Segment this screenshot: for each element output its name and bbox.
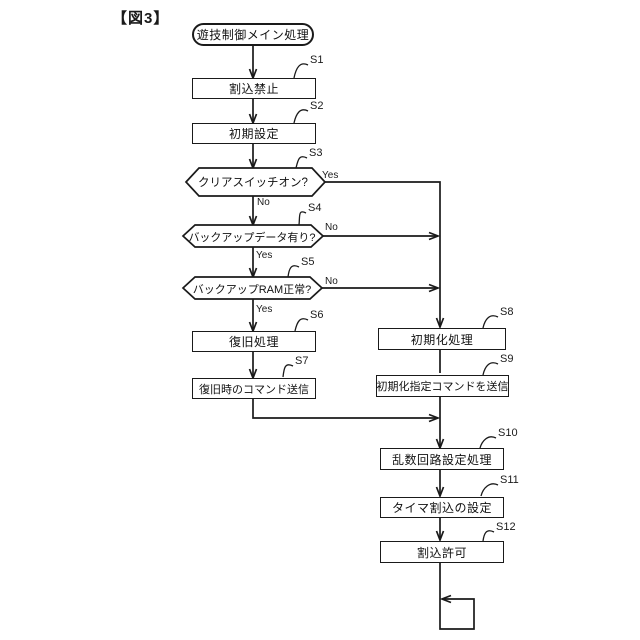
- node-s5-label: バックアップRAM正常?: [192, 283, 312, 296]
- node-s8-process: 初期化処理: [378, 328, 506, 350]
- edge-label-s5-no: No: [325, 276, 338, 287]
- step-tag-s6: S6: [310, 309, 324, 321]
- step-leader-lines: [282, 63, 499, 542]
- node-s10-process: 乱数回路設定処理: [380, 448, 504, 470]
- edge-label-s4-yes: Yes: [256, 250, 273, 261]
- step-tag-s10: S10: [498, 427, 518, 439]
- node-s7-label: 復旧時のコマンド送信: [199, 383, 309, 396]
- decision-shapes: [181, 167, 327, 300]
- node-s11-label: タイマ割込の設定: [391, 501, 492, 515]
- node-s5-decision: バックアップRAM正常?: [192, 278, 312, 299]
- decision-s3-shape: [184, 167, 327, 197]
- node-s2-process: 初期設定: [192, 123, 316, 144]
- decision-s4-shape: [181, 224, 325, 248]
- node-s9-label: 初期化指定コマンドを送信: [376, 381, 509, 393]
- node-s6-process: 復旧処理: [192, 331, 316, 352]
- step-tag-s1: S1: [310, 54, 324, 66]
- node-s6-label: 復旧処理: [228, 335, 279, 349]
- edge-label-s4-no: No: [325, 222, 338, 233]
- node-start-label: 遊技制御メイン処理: [196, 28, 310, 42]
- node-s9-process: 初期化指定コマンドを送信: [376, 375, 509, 397]
- step-tag-s3: S3: [309, 147, 323, 159]
- node-s11-process: タイマ割込の設定: [380, 497, 504, 518]
- step-tag-s11: S11: [500, 474, 519, 486]
- node-s4-decision: バックアップデータ有り?: [188, 226, 315, 247]
- node-s3-decision: クリアスイッチオン?: [196, 169, 310, 195]
- step-tag-s8: S8: [500, 306, 514, 318]
- node-s12-process: 割込許可: [380, 541, 504, 563]
- step-tag-s12: S12: [496, 521, 516, 533]
- node-s7-process: 復旧時のコマンド送信: [192, 378, 316, 399]
- node-s12-label: 割込許可: [416, 545, 467, 560]
- figure-title: 【図3】: [112, 10, 170, 27]
- connector-lines: [252, 46, 475, 630]
- step-tag-s2: S2: [310, 100, 324, 112]
- node-s3-label: クリアスイッチオン?: [198, 177, 308, 189]
- step-tag-s7: S7: [295, 355, 309, 367]
- node-s2-label: 初期設定: [228, 127, 279, 141]
- step-tag-s9: S9: [500, 353, 514, 365]
- edge-label-s3-yes: Yes: [322, 170, 339, 181]
- step-tag-s4: S4: [308, 202, 322, 214]
- edge-label-s3-no: No: [257, 197, 270, 208]
- node-s10-label: 乱数回路設定処理: [391, 452, 492, 467]
- node-s8-label: 初期化処理: [410, 332, 474, 347]
- node-s4-label: バックアップデータ有り?: [188, 231, 316, 244]
- node-s1-process: 割込禁止: [192, 78, 316, 99]
- step-tag-s5: S5: [301, 256, 315, 268]
- node-s1-label: 割込禁止: [228, 82, 279, 96]
- node-start-terminal: 遊技制御メイン処理: [192, 23, 314, 46]
- decision-s5-shape: [181, 276, 324, 300]
- edge-label-s5-yes: Yes: [256, 304, 273, 315]
